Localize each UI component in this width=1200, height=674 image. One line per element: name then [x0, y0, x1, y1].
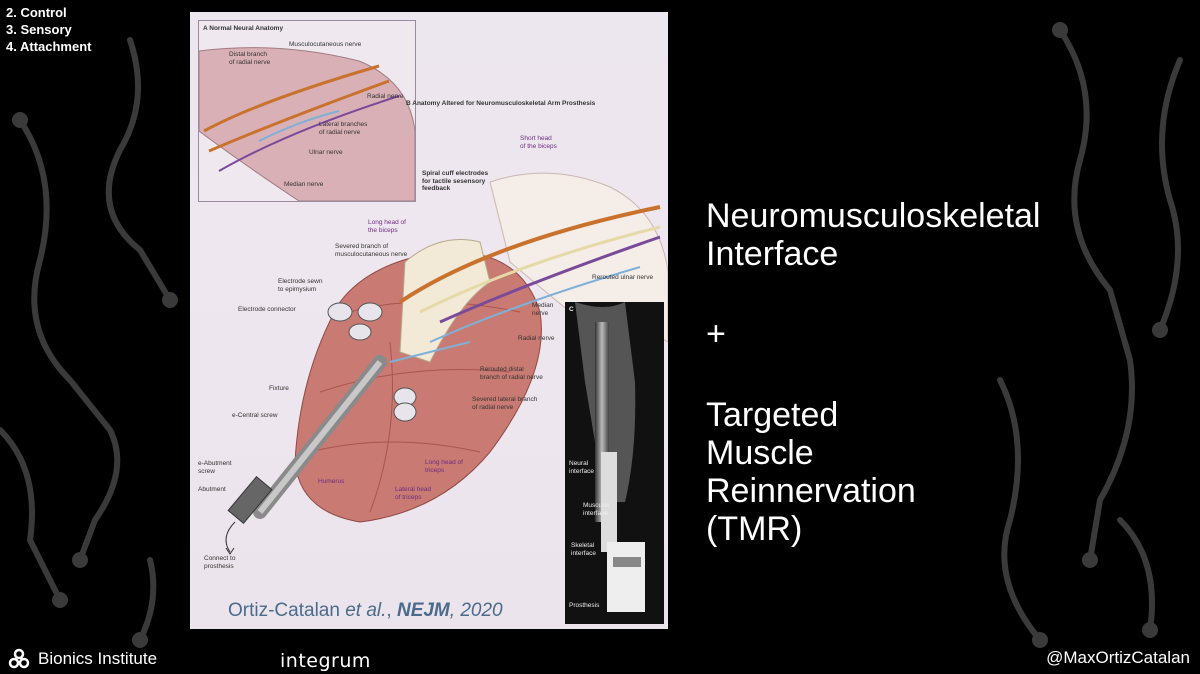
- anatomy-figure: A Normal Neural Anatomy Musculocutaneous…: [190, 12, 668, 629]
- normal-arm-illustration: [199, 47, 415, 201]
- panel-normal-anatomy: A Normal Neural Anatomy Musculocutaneous…: [198, 20, 416, 202]
- label-rerouted-distal: Rerouted distal branch of radial nerve: [480, 366, 543, 381]
- label-spiral-cuff: Spiral cuff electrodes for tactile sesen…: [422, 170, 489, 192]
- label-long-head-biceps: Long head of the biceps: [368, 219, 406, 234]
- panel-xray: C Neural interface Muscular interface Sk…: [565, 302, 664, 624]
- nav-item-sensory[interactable]: 3. Sensory: [6, 22, 72, 37]
- bionics-icon: [8, 648, 30, 669]
- label-fixture: Fixture: [269, 385, 289, 392]
- citation-etal: et al.: [345, 600, 387, 621]
- integrum-logo: integrum: [280, 650, 371, 672]
- label-humerus: Humerus: [318, 478, 345, 485]
- label-musculocutaneous: Musculocutaneous nerve: [289, 41, 362, 48]
- bionics-label: Bionics Institute: [38, 649, 158, 668]
- label-lateral-radial: Lateral branches of radial nerve: [319, 121, 368, 136]
- label-connect-prosthesis: Connect to prosthesis: [204, 555, 236, 570]
- twitter-handle: @MaxOrtizCatalan: [1046, 648, 1190, 667]
- label-electrode-connector: Electrode connector: [238, 306, 296, 313]
- headline-line-6: (TMR): [706, 510, 803, 548]
- panel-b-title: B Anatomy Altered for Neuromusculoskelet…: [406, 100, 596, 107]
- label-central-screw: e-Central screw: [232, 412, 278, 419]
- citation-author: Ortiz-Catalan: [228, 600, 346, 621]
- label-severed-musculo: Severed branch of musculocutaneous nerve: [335, 243, 408, 258]
- headline-line-1: Neuromusculoskeletal: [706, 197, 1041, 235]
- label-radial-nerve: Radial nerve: [518, 335, 555, 342]
- label-abutment: Abutment: [198, 486, 226, 493]
- nav-item-control[interactable]: 2. Control: [6, 5, 67, 20]
- label-prosthesis: Prosthesis: [569, 602, 600, 609]
- label-rerouted-ulnar: Rerouted ulnar nerve: [592, 274, 654, 281]
- citation: Ortiz-Catalan et al., NEJM, 2020: [228, 600, 503, 622]
- label-short-head-biceps: Short head of the biceps: [520, 135, 557, 150]
- label-median-nerve: Median nerve: [532, 302, 554, 317]
- nav-item-attachment[interactable]: 4. Attachment: [6, 39, 92, 54]
- label-abutment-screw: e-Abutment screw: [198, 460, 232, 475]
- label-muscular-interface: Muscular interface: [583, 502, 610, 517]
- citation-journal: NEJM: [396, 600, 450, 621]
- section-nav: 2. Control 3. Sensory 4. Attachment: [6, 4, 91, 55]
- arm-illustration: [225, 172, 668, 555]
- label-neural-interface: Neural interface: [569, 460, 594, 475]
- label-ulnar: Ulnar nerve: [309, 149, 343, 156]
- label-radial: Radial nerve: [367, 93, 404, 100]
- label-long-head-triceps: Long head of triceps: [425, 459, 463, 474]
- headline-plus: +: [706, 315, 726, 353]
- label-median: Median nerve: [284, 181, 324, 188]
- panel-c-title: C: [569, 306, 574, 313]
- xray-image: [575, 302, 645, 612]
- headline-line-2: Interface: [706, 235, 839, 273]
- headline-line-3: Targeted: [706, 396, 839, 434]
- citation-sep: ,: [386, 600, 397, 621]
- headline-line-5: Reinnervation: [706, 472, 916, 510]
- panel-a-title: A Normal Neural Anatomy: [203, 25, 284, 32]
- label-skeletal-interface: Skeletal interface: [571, 542, 596, 557]
- label-distal-radial: Distal branch of radial nerve: [229, 51, 271, 66]
- bionics-institute-logo: Bionics Institute: [8, 648, 157, 670]
- label-lateral-head-triceps: Lateral head of triceps: [395, 486, 432, 501]
- citation-year: , 2020: [449, 600, 503, 621]
- label-electrode-sewn: Electrode sewn to epimysium: [278, 278, 323, 293]
- headline-line-4: Muscle: [706, 434, 814, 472]
- label-severed-lateral: Severed lateral branch of radial nerve: [472, 396, 538, 411]
